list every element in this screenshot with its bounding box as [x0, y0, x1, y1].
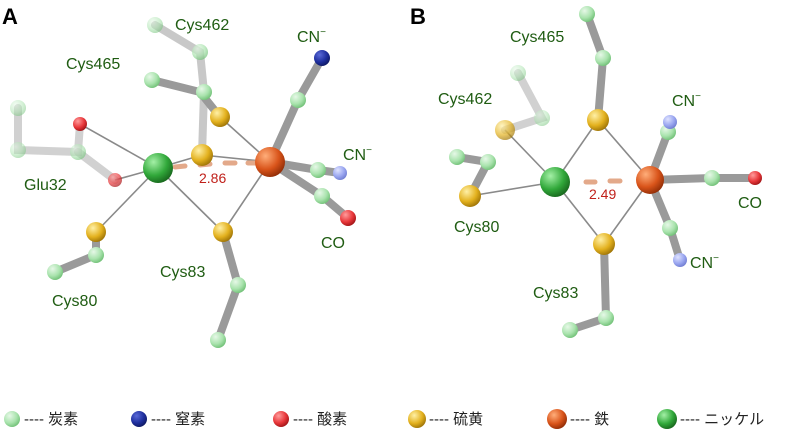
atoms — [449, 6, 762, 338]
carbon-swatch-icon — [4, 411, 20, 427]
svg-text:---- ニッケル: ---- ニッケル — [680, 411, 764, 428]
ligand-label-cn-2: CN− — [690, 253, 719, 272]
residue-label-cys83: Cys83 — [533, 285, 578, 302]
svg-text:---- 硫黄: ---- 硫黄 — [429, 411, 483, 428]
oxygen-swatch-icon — [273, 411, 289, 427]
residue-label-cys83: Cys83 — [160, 264, 205, 281]
iron-atom — [636, 166, 664, 194]
residue-label-glu32: Glu32 — [24, 177, 67, 194]
nickel-atom — [540, 167, 570, 197]
ligand-label-cn-1: CN− — [672, 91, 701, 110]
svg-text:---- 鉄: ---- 鉄 — [570, 411, 609, 428]
svg-text:---- 酸素: ---- 酸素 — [293, 411, 347, 428]
nitrogen-swatch-icon — [131, 411, 147, 427]
svg-text:---- 炭素: ---- 炭素 — [24, 411, 78, 428]
legend: ---- 炭素 ---- 窒素 ---- 酸素 ---- 硫黄 ---- 鉄 -… — [4, 409, 764, 429]
sulfur-swatch-icon — [408, 410, 426, 428]
residue-label-cys80: Cys80 — [52, 293, 97, 310]
iron-atom — [255, 147, 285, 177]
distance-dashes — [172, 160, 259, 170]
ligand-label-co: CO — [738, 195, 762, 212]
legend-item-sulfur: ---- 硫黄 — [408, 410, 483, 428]
panel-letter: A — [2, 4, 18, 29]
ligand-label-co: CO — [321, 235, 345, 252]
atoms — [10, 17, 356, 348]
nickel-swatch-icon — [657, 409, 677, 429]
distance-dashes — [583, 178, 623, 185]
legend-item-oxygen: ---- 酸素 — [273, 411, 347, 428]
panel-letter: B — [410, 4, 426, 29]
legend-item-carbon: ---- 炭素 — [4, 411, 78, 428]
svg-text:---- 窒素: ---- 窒素 — [151, 410, 205, 428]
residue-label-cys465: Cys465 — [510, 29, 564, 46]
residue-label-cys462: Cys462 — [175, 17, 229, 34]
residue-label-cys462: Cys462 — [438, 91, 492, 108]
ni-fe-distance: 2.86 — [199, 170, 226, 186]
ligand-label-cn-2: CN− — [343, 145, 372, 164]
legend-item-nitrogen: ---- 窒素 — [131, 410, 205, 428]
legend-item-nickel: ---- ニッケル — [657, 409, 764, 429]
panel-b: B — [410, 4, 762, 338]
legend-item-iron: ---- 鉄 — [547, 409, 609, 429]
nickel-atom — [143, 153, 173, 183]
ni-fe-distance: 2.49 — [589, 186, 616, 202]
panel-a: A — [2, 4, 372, 348]
ligand-label-cn-1: CN− — [297, 27, 326, 46]
iron-swatch-icon — [547, 409, 567, 429]
residue-label-cys80: Cys80 — [454, 219, 499, 236]
residue-label-cys465: Cys465 — [66, 56, 120, 73]
